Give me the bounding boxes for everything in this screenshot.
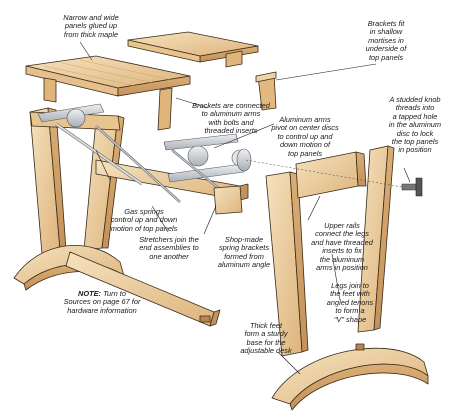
callout-spring-brackets: Shop-made spring brackets formed from al… [217, 235, 271, 270]
callout-gas-springs: Gas springs control up and down motion o… [110, 207, 178, 233]
mechanism-center [163, 133, 249, 215]
note-text: Turn to Sources on page 67 for hardware … [63, 289, 141, 315]
callout-brackets-fit: Brackets fit in shallow mortises in unde… [365, 19, 407, 62]
callout-brackets-connected: Brackets are connected to aluminum arms … [192, 101, 270, 136]
callout-legs-join: Legs join to the feet with angled tenons… [326, 281, 374, 324]
callout-upper-rails: Upper rails connect the legs and have th… [311, 221, 373, 273]
callout-thick-feet: Thick feet form a sturdy base for the ad… [240, 321, 292, 356]
callout-stretchers: Stretchers join the end assemblies to on… [139, 235, 199, 261]
right-end-assembly [236, 145, 429, 411]
mechanism-left [37, 103, 181, 203]
wide-top-panel [25, 55, 191, 131]
callout-note: NOTE: Turn to Sources on page 67 for har… [56, 289, 148, 315]
callout-aluminum-arms-pivot: Aluminum arms pivot on center discs to c… [271, 115, 339, 158]
loose-bracket [255, 71, 277, 111]
callout-studded-knob: A studded knob threads into a tapped hol… [388, 95, 442, 155]
note-key: NOTE: [78, 289, 102, 298]
callout-narrow-wide-panels: Narrow and wide panels glued up from thi… [63, 13, 119, 39]
narrow-top-panel [127, 31, 259, 68]
leader-lines [79, 41, 411, 375]
